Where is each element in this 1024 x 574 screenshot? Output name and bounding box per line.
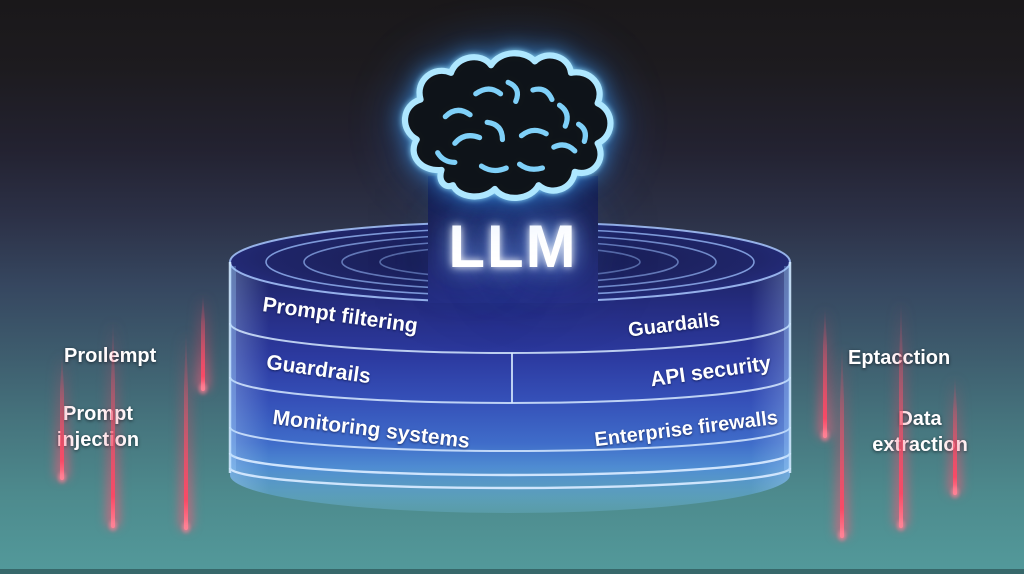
attack-streak-glow [818, 306, 832, 438]
defense-cylinder-graphic [228, 221, 792, 513]
attack-streak-core [823, 306, 827, 438]
attack-streak-tip [180, 520, 192, 535]
attack-streak-glow [835, 343, 849, 538]
attack-streak-tip [107, 518, 119, 533]
threat-label-right-top: Eptacction [848, 347, 951, 369]
attack-streak-glow [179, 328, 193, 530]
attack-streak [179, 328, 193, 535]
attack-streak-tip [197, 381, 209, 396]
attack-streak [835, 343, 849, 543]
attack-streak [196, 293, 210, 396]
attack-streak-tip [949, 485, 961, 500]
attack-streak-core [840, 343, 844, 538]
attack-streak-tip [895, 518, 907, 533]
layer-separator-lines [228, 322, 792, 490]
attack-streak-core [184, 328, 188, 530]
attack-streak-tip [819, 428, 831, 443]
threat-label-line: extraction [872, 434, 968, 456]
threat-label-line: Prompt [63, 403, 133, 425]
threat-label-prompt-injection: Prompt injection [38, 401, 158, 453]
llm-core-label: LLM [448, 212, 578, 280]
cylinder-edge-sheen [230, 262, 790, 513]
threat-label-data-extraction: Data extraction [860, 406, 980, 458]
brain-icon [401, 50, 614, 201]
attack-streak-tip [56, 470, 68, 485]
cylinder-side-highlights [228, 262, 792, 473]
threat-label-line: injection [56, 429, 140, 451]
brain-folds [435, 79, 588, 174]
attack-streak [818, 306, 832, 443]
threat-label-left-top: Proılempt [64, 345, 157, 367]
threat-label-line: Data [898, 408, 942, 430]
attack-streak-core [201, 293, 205, 391]
attack-streak-glow [196, 293, 210, 391]
attack-streak-tip [836, 528, 848, 543]
